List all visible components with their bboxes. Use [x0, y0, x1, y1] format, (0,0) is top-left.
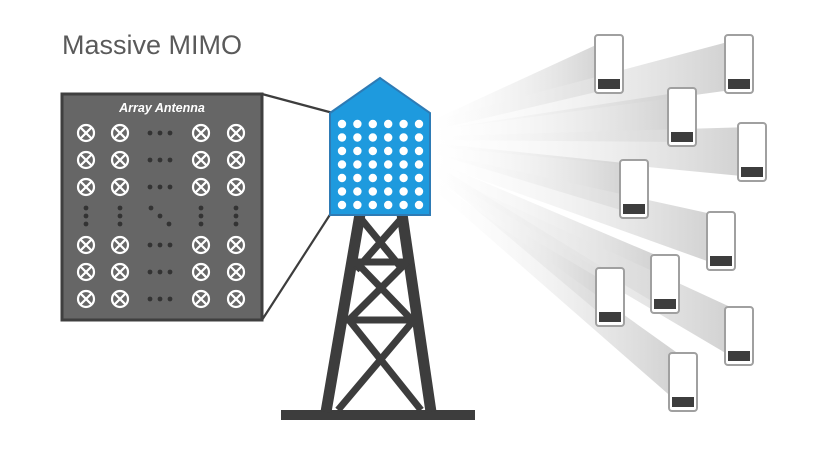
antenna-dot [353, 133, 362, 142]
antenna-dot [414, 173, 424, 183]
ellipsis-icon [117, 205, 123, 227]
antenna-dot [414, 200, 424, 210]
ellipsis-icon [233, 205, 239, 227]
tower-antenna-head [329, 76, 431, 216]
antenna-dot [384, 160, 393, 169]
antenna-dot [414, 160, 424, 169]
antenna-dot [353, 146, 362, 156]
antenna-dot [337, 173, 347, 183]
ellipsis-icon [147, 184, 173, 190]
zoom-connector-top [261, 92, 334, 115]
signal-beam [432, 177, 683, 407]
signal-beam [432, 92, 682, 142]
antenna-dot [384, 200, 393, 210]
ellipsis-icon [83, 205, 89, 227]
antenna-dot [399, 146, 408, 156]
mobile-phone-icon [619, 159, 649, 219]
antenna-dot [384, 187, 393, 196]
tower-right-leg [396, 213, 437, 413]
antenna-dot [414, 133, 424, 142]
array-antenna-panel: Array Antenna [60, 92, 264, 322]
antenna-dot [384, 133, 393, 142]
ellipsis-icon [147, 296, 173, 302]
beam-group [432, 39, 752, 407]
antenna-dot [414, 119, 424, 129]
diagram-title: Massive MIMO [62, 30, 242, 60]
antenna-dot [414, 146, 424, 156]
antenna-dot [399, 160, 408, 169]
antenna-dot [399, 200, 408, 210]
mobile-phone-icon [595, 267, 625, 327]
antenna-dot [368, 160, 377, 169]
antenna-dot-array [337, 119, 424, 210]
antenna-dot [368, 133, 377, 142]
antenna-dot [353, 160, 362, 169]
ellipsis-icon [147, 242, 173, 248]
ellipsis-icon [147, 157, 173, 163]
antenna-dot [399, 119, 408, 129]
transmission-tower-icon [281, 76, 475, 420]
antenna-dot [384, 119, 393, 129]
antenna-dot [353, 173, 362, 183]
tower-bracing [335, 217, 424, 413]
antenna-dot [337, 119, 347, 129]
user-devices [594, 34, 767, 412]
antenna-dot [399, 133, 408, 142]
antenna-dot [384, 146, 393, 156]
mobile-phone-icon [706, 211, 736, 271]
tower-base [281, 410, 475, 420]
antenna-dot [399, 187, 408, 196]
antenna-dot [368, 119, 377, 129]
antenna-dot [384, 173, 393, 183]
antenna-dot [414, 187, 424, 196]
ellipsis-icon [147, 269, 173, 275]
antenna-dot [337, 146, 347, 156]
mobile-phone-icon [724, 34, 754, 94]
signal-beam [432, 152, 721, 266]
zoom-connector-bottom [261, 209, 334, 321]
ellipsis-icon [148, 205, 172, 227]
array-antenna-label: Array Antenna [118, 101, 205, 115]
antenna-dot [337, 187, 347, 196]
mobile-phone-icon [668, 352, 698, 412]
antenna-dot [337, 200, 347, 210]
antenna-element-grid [76, 123, 246, 309]
mobile-phone-icon [594, 34, 624, 94]
ellipsis-icon [198, 205, 204, 227]
antenna-dot [368, 173, 377, 183]
mobile-phone-icon [737, 122, 767, 182]
tower-left-leg [320, 213, 366, 413]
signal-beam [432, 39, 739, 131]
antenna-dot [368, 200, 377, 210]
antenna-dot [353, 187, 362, 196]
antenna-dot [353, 200, 362, 210]
mobile-phone-icon [667, 87, 697, 147]
ellipsis-icon [147, 130, 173, 136]
antenna-dot [368, 146, 377, 156]
antenna-dot [337, 160, 347, 169]
mobile-phone-icon [724, 306, 754, 366]
antenna-dot [368, 187, 377, 196]
antenna-dot [337, 133, 347, 142]
mobile-phone-icon [650, 254, 680, 314]
antenna-dot [353, 119, 362, 129]
signal-beam [432, 39, 609, 131]
antenna-dot [399, 173, 408, 183]
